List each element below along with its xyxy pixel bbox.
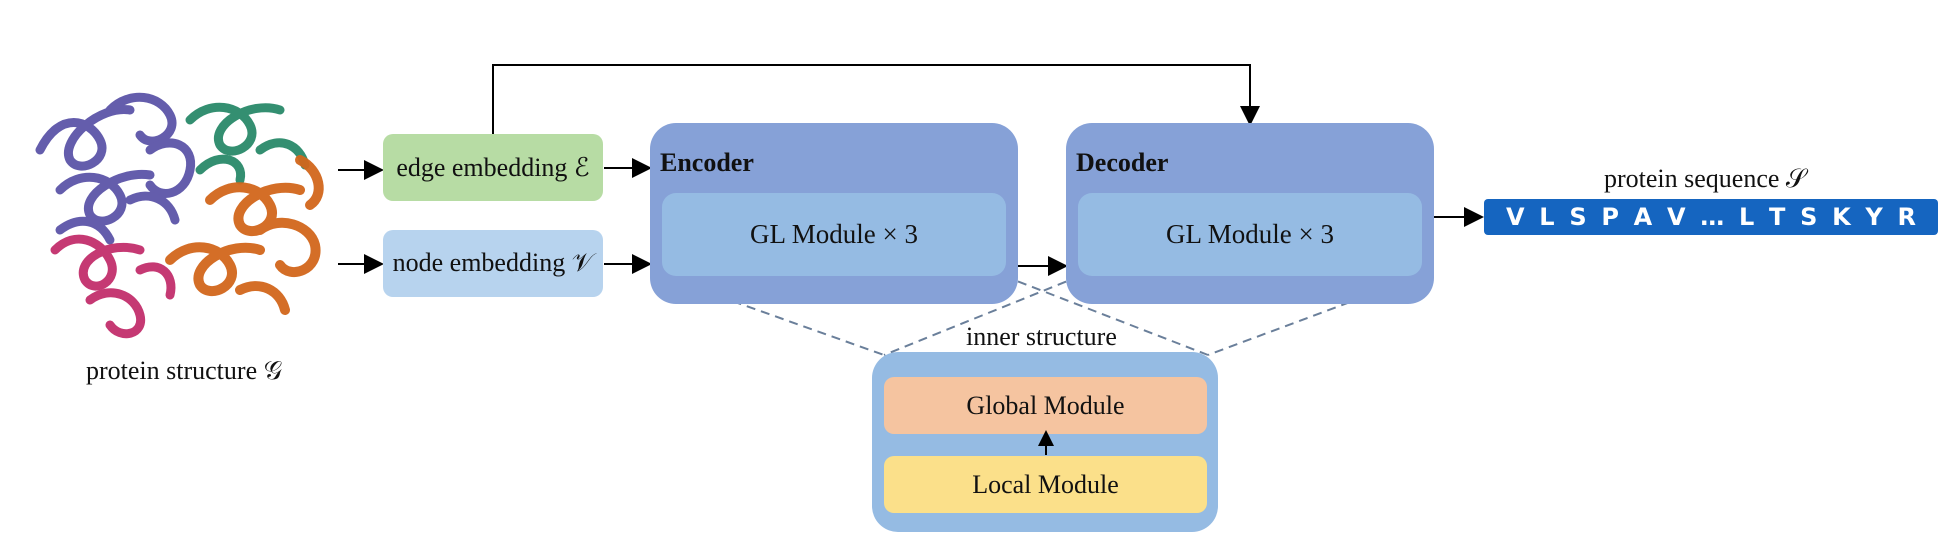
seq-letter: S <box>1569 203 1587 231</box>
seq-letter: L <box>1539 203 1555 231</box>
local-module-label: Local Module <box>972 469 1119 499</box>
decoder-gl-module-label: GL Module × 3 <box>1166 219 1334 249</box>
node-embedding-box: node embedding 𝒱 <box>383 230 603 297</box>
seq-letter: R <box>1897 203 1916 231</box>
seq-letter: Y <box>1865 203 1883 231</box>
seq-letter: P <box>1601 203 1619 231</box>
seq-letter: L <box>1738 203 1755 231</box>
encoder-title: Encoder <box>660 148 754 177</box>
seq-letter: S <box>1800 203 1818 231</box>
decoder-gl-module: GL Module × 3 <box>1078 193 1422 276</box>
seq-letter: … <box>1700 203 1725 231</box>
global-module-label: Global Module <box>966 390 1125 420</box>
encoder-gl-module: GL Module × 3 <box>662 193 1006 276</box>
arrow-edge-skip-to-decoder <box>492 64 1260 134</box>
protein-sequence-title: protein sequence 𝒮 <box>1604 164 1807 193</box>
seq-letter: V <box>1666 203 1686 231</box>
local-module-box: Local Module <box>884 456 1207 513</box>
global-module-box: Global Module <box>884 377 1207 434</box>
edge-embedding-box: edge embedding ℰ <box>383 134 603 201</box>
edge-embedding-label: edge embedding ℰ <box>396 152 590 182</box>
seq-letter: A <box>1633 203 1653 231</box>
protein-structure-caption: protein structure 𝒢 <box>86 356 283 385</box>
zoom-line-encoder-left <box>661 275 885 356</box>
node-embedding-label: node embedding 𝒱 <box>392 248 594 277</box>
seq-letter: V <box>1506 203 1525 231</box>
seq-letter: K <box>1832 203 1851 231</box>
decoder-title: Decoder <box>1076 148 1169 177</box>
encoder-gl-module-label: GL Module × 3 <box>750 219 918 249</box>
zoom-line-encoder-right <box>1003 275 1209 356</box>
zoom-line-decoder-left <box>883 275 1081 356</box>
protein-sequence-bar: V L S P A V … L T S K Y R <box>1484 199 1938 235</box>
seq-letter: T <box>1768 203 1786 231</box>
inner-structure-title: inner structure <box>966 322 1117 351</box>
